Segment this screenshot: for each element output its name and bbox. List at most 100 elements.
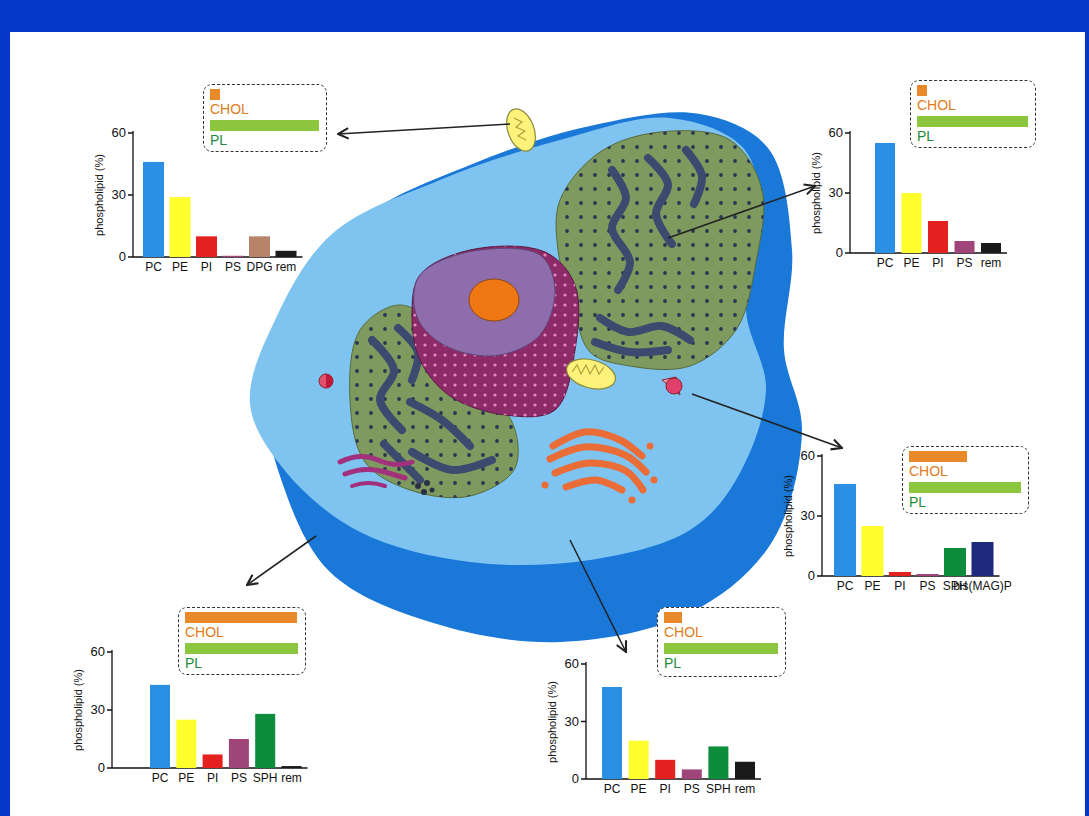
bar bbox=[229, 739, 249, 768]
category-label: PS bbox=[225, 261, 241, 275]
bar bbox=[143, 162, 164, 257]
vesicle bbox=[430, 488, 435, 493]
category-label: PI bbox=[660, 783, 671, 797]
category-label: PI bbox=[207, 772, 218, 786]
bar bbox=[955, 241, 975, 253]
category-label: SPH bbox=[706, 783, 731, 797]
golgi-cisterna bbox=[566, 480, 622, 490]
er-cisterna bbox=[648, 158, 672, 244]
bar bbox=[255, 714, 275, 768]
golgi-cisterna bbox=[555, 463, 643, 490]
tick-label: 30 bbox=[91, 703, 105, 718]
mitochondrion bbox=[563, 354, 619, 394]
mitochondrion-outer bbox=[501, 105, 540, 155]
phospholipid-bar bbox=[210, 120, 319, 131]
category-label: PS bbox=[919, 580, 935, 594]
cell-cytoplasm bbox=[250, 118, 766, 566]
bar bbox=[176, 720, 196, 768]
golgi-vesicle bbox=[651, 477, 658, 484]
tick-label: 60 bbox=[91, 645, 105, 660]
er-cisterna bbox=[686, 150, 702, 204]
bar bbox=[655, 760, 675, 779]
bar bbox=[282, 766, 302, 768]
category-label: PS bbox=[231, 772, 247, 786]
composition-box: CHOLPL bbox=[178, 607, 306, 675]
bar bbox=[276, 251, 297, 257]
category-label: PS bbox=[956, 257, 972, 271]
category-label: SPH bbox=[253, 772, 278, 786]
tick-label: 60 bbox=[829, 126, 843, 141]
axis-title: phospholipid (%) bbox=[93, 154, 106, 236]
leader-arrow bbox=[570, 540, 626, 652]
axis-title: phospholipid (%) bbox=[810, 152, 823, 234]
phospholipid-bar bbox=[664, 643, 778, 654]
lysosome-shade bbox=[326, 374, 333, 388]
er-cisterna bbox=[412, 452, 492, 470]
bar bbox=[944, 548, 966, 576]
mitochondrion-outer bbox=[563, 354, 619, 394]
category-label: PC bbox=[604, 783, 621, 797]
category-label: PE bbox=[178, 772, 194, 786]
bar bbox=[629, 741, 649, 779]
category-label: PE bbox=[864, 580, 880, 594]
bar bbox=[834, 484, 856, 576]
leader-arrows bbox=[247, 124, 842, 652]
phospholipid-bar bbox=[909, 482, 1021, 493]
smooth-er-tubule bbox=[345, 469, 405, 478]
lysosome-body bbox=[319, 374, 333, 388]
nuclear-envelope bbox=[412, 246, 579, 417]
box-text: PL bbox=[210, 132, 227, 148]
tick-label: 0 bbox=[572, 772, 579, 787]
bar bbox=[196, 236, 217, 257]
golgi-vesicle bbox=[542, 482, 549, 489]
category-label: bis(MAG)P bbox=[953, 580, 1012, 594]
bar bbox=[928, 221, 948, 253]
smooth-er-tubule bbox=[352, 483, 385, 486]
leader-arrow bbox=[692, 394, 842, 448]
endosome-body bbox=[666, 378, 682, 394]
lysosome bbox=[319, 374, 333, 388]
bar bbox=[889, 572, 911, 576]
tick-label: 30 bbox=[565, 714, 579, 729]
golgi bbox=[542, 432, 658, 504]
box-text: PL bbox=[909, 494, 926, 510]
smooth-er bbox=[340, 456, 412, 486]
bar bbox=[223, 256, 244, 257]
bar bbox=[981, 243, 1001, 253]
bar bbox=[708, 746, 728, 779]
bar bbox=[150, 685, 170, 768]
category-label: PC bbox=[877, 257, 894, 271]
category-label: PI bbox=[894, 580, 905, 594]
bar-charts bbox=[107, 131, 1007, 779]
vesicle bbox=[421, 489, 427, 495]
category-label: PS bbox=[684, 783, 700, 797]
category-label: rem bbox=[981, 257, 1002, 271]
bar bbox=[735, 762, 755, 779]
tick-label: 0 bbox=[836, 246, 843, 261]
category-label: PI bbox=[201, 261, 212, 275]
box-text: CHOL bbox=[909, 463, 948, 479]
axis-title: phospholipid (%) bbox=[546, 681, 559, 763]
chart-axis bbox=[845, 131, 1007, 253]
chart-axis bbox=[581, 662, 761, 779]
leader-arrow bbox=[247, 536, 316, 585]
category-label: rem bbox=[735, 783, 756, 797]
box-text: CHOL bbox=[917, 97, 956, 113]
category-label: PC bbox=[145, 261, 162, 275]
category-label: PC bbox=[837, 580, 854, 594]
tick-label: 60 bbox=[112, 126, 126, 141]
category-label: PE bbox=[903, 257, 919, 271]
leader-arrow bbox=[338, 124, 510, 134]
tick-label: 30 bbox=[112, 188, 126, 203]
nucleus bbox=[414, 248, 555, 356]
nuclear-pores bbox=[412, 246, 579, 417]
tick-label: 0 bbox=[119, 250, 126, 265]
golgi-vesicle bbox=[647, 443, 654, 450]
composition-box: CHOLPL bbox=[203, 84, 327, 152]
tick-label: 0 bbox=[808, 569, 815, 584]
box-text: CHOL bbox=[185, 624, 224, 640]
box-text: CHOL bbox=[664, 624, 703, 640]
canvas bbox=[10, 32, 1085, 816]
